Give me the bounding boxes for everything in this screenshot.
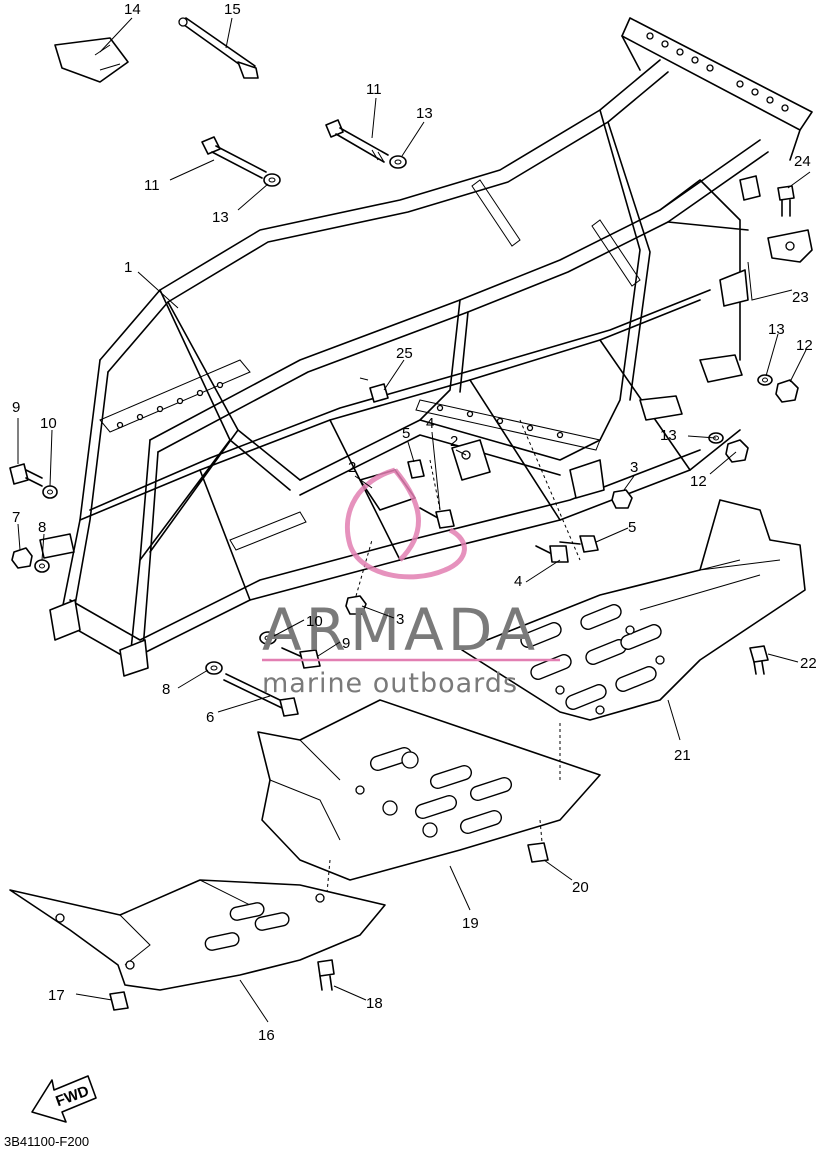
callout-9: 9 [342,635,350,652]
callout-labels: 14 15 11 13 11 13 24 1 23 13 12 25 9 10 … [12,1,817,1044]
part-17-bolt [109,991,129,1011]
callout-18: 18 [366,995,383,1012]
leader-lines [17,17,811,1023]
callout-8: 8 [162,681,170,698]
callout-4: 4 [514,573,522,590]
callout-10: 10 [40,415,57,432]
callout-16: 16 [258,1027,275,1044]
part-7-nut-left [11,547,33,569]
callout-12: 12 [796,337,813,354]
callout-13: 13 [416,105,433,122]
callout-13: 13 [212,209,229,226]
part-19-middle-skid-plate [257,699,601,881]
part-13-washer-right [757,374,773,386]
callout-21: 21 [674,747,691,764]
part-21-rear-skid-plate [461,499,806,721]
callout-9: 9 [12,399,20,416]
frame-perforated-plates [99,179,641,551]
part-13-washer-upper [389,155,407,169]
part-12-nut-right [775,379,799,403]
part-12-nut-mid [725,439,749,463]
callout-11: 11 [366,81,382,98]
part-10-washer-lower [259,631,277,645]
callout-3: 3 [630,459,638,476]
callout-2: 2 [450,433,458,450]
callout-2: 2 [348,459,356,476]
part-13-washer-left [263,173,281,187]
part-16-front-skid-plate [9,879,386,991]
part-25-clip [359,377,389,403]
part-24-bolt [777,185,795,217]
fwd-arrow-icon: FWD [31,1075,97,1123]
part-9-bolt-left [9,463,43,487]
callout-12: 12 [690,473,707,490]
part-4-bolt-right [535,545,569,563]
part-8-washer-lower [205,661,223,675]
callout-5: 5 [628,519,636,536]
callout-6: 6 [206,709,214,726]
part-5-bolt-right [559,535,599,553]
callout-13: 13 [660,427,677,444]
callout-1: 1 [124,259,132,276]
part-3-nut-center [345,595,367,615]
part-5-bolt-center [407,459,425,479]
part-3-nut-right [611,489,633,509]
callout-7: 7 [12,509,20,526]
callout-22: 22 [800,655,817,672]
part-14-tool-pouch [54,37,129,83]
watermark-brand: ARMADA [262,596,539,664]
part-1-main-frame [39,17,813,677]
callout-24: 24 [794,153,811,170]
part-8-washer-left [34,559,50,573]
rack-holes [646,32,789,112]
callout-4: 4 [426,415,434,432]
part-4-bolt-center [419,507,455,529]
part-10-washer-left [42,485,58,499]
callout-13: 13 [768,321,785,338]
part-2-bracket-right [451,439,491,481]
part-15-tool-bar [178,17,259,79]
part-11-bolt-left [201,136,267,179]
part-11-bolt-upper [325,119,389,163]
part-20-bolt [527,842,549,863]
part-18-bolt [317,959,335,991]
callout-10: 10 [306,613,323,630]
watermark-tagline: marine outboards [262,668,518,699]
callout-3: 3 [396,611,404,628]
part-22-bolt [749,645,769,675]
center-assembly-guides [355,419,581,597]
diagram-code: 3B41100-F200 [4,1134,90,1149]
callout-14: 14 [124,1,141,18]
callout-8: 8 [38,519,46,536]
callout-15: 15 [224,1,241,18]
watermark-logo: ARMADA marine outboards [262,467,560,699]
callout-19: 19 [462,915,479,932]
callout-23: 23 [792,289,809,306]
callout-5: 5 [402,425,410,442]
callout-20: 20 [572,879,589,896]
callout-17: 17 [48,987,65,1004]
callout-11: 11 [144,177,160,194]
part-6-bolt-lower [223,673,299,717]
part-23-bracket [767,229,813,263]
callout-25: 25 [396,345,413,362]
